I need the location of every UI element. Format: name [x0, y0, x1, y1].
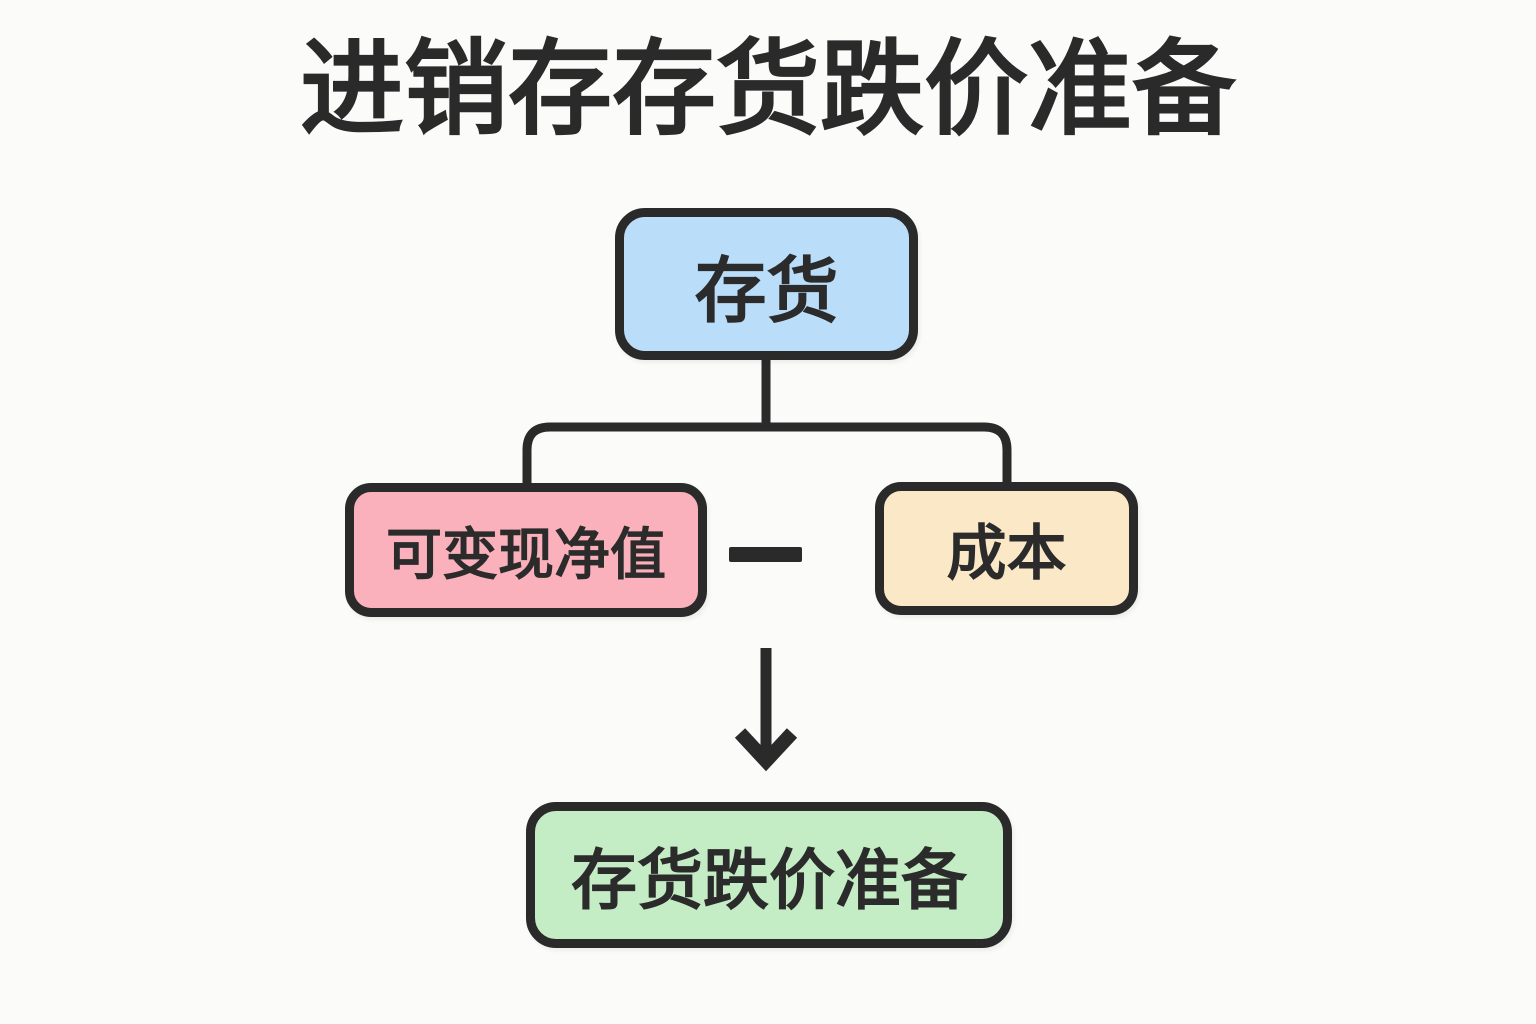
down-arrow-icon [734, 648, 798, 772]
node-inventory-writedown-provision-label: 存货跌价准备 [571, 843, 967, 917]
node-inventory-writedown-provision: 存货跌价准备 [526, 802, 1012, 948]
node-cost-label: 成本 [946, 520, 1067, 587]
minus-operator-symbol: − [729, 547, 730, 548]
branch-connector [522, 422, 1012, 485]
page-title: 进销存存货跌价准备 [299, 32, 1236, 148]
node-inventory-label: 存货 [694, 251, 839, 332]
node-inventory: 存货 [615, 208, 918, 360]
node-net-realizable-value-label: 可变现净值 [386, 522, 666, 586]
minus-operator-icon: − [729, 547, 802, 562]
node-net-realizable-value: 可变现净值 [345, 483, 707, 617]
down-arrow-head [734, 728, 798, 772]
node-cost: 成本 [875, 482, 1138, 615]
